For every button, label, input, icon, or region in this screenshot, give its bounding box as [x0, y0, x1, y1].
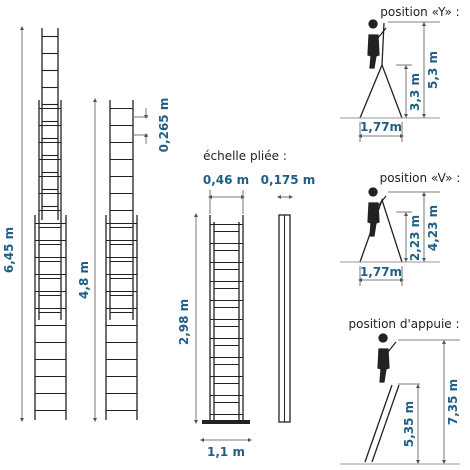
position-y-top-label: 5,3 m: [426, 51, 440, 89]
position-v-title: position «V» :: [380, 171, 461, 185]
ladder-sections: [34, 28, 67, 420]
position-v-figure: [340, 187, 440, 286]
person-icon: [367, 187, 387, 237]
ladder-sections: [105, 100, 138, 420]
position-y-low-label: 3,3 m: [408, 73, 422, 111]
position-v-top-label: 4,23 m: [426, 205, 440, 251]
folded-ladder-base: [202, 420, 250, 424]
total-height-label: 6,45 m: [2, 227, 16, 273]
folded-title: échelle pliée :: [203, 149, 287, 163]
ladder-v-frame: [359, 197, 403, 263]
position-v-low-label: 2,23 m: [408, 215, 422, 261]
position-v-base-label: 1,77m: [360, 265, 402, 279]
folded-height-label: 2,98 m: [177, 299, 191, 345]
folded-ladder-side: [277, 195, 293, 423]
folded-width-label: 0,46 m: [203, 173, 249, 187]
rung-spacing-label: 0,265 m: [157, 98, 171, 153]
extended-ladder-medium: [93, 98, 148, 422]
position-appuie-top-label: 7,35 m: [446, 379, 460, 425]
leaning-ladder-inner: [371, 384, 400, 463]
leaning-ladder-outer: [364, 384, 393, 463]
position-appuie-title: position d'appuie :: [348, 317, 459, 331]
mid-height-label: 4,8 m: [77, 261, 91, 299]
position-y-title: position «Y» :: [380, 5, 459, 19]
person-icon: [367, 19, 387, 69]
folded-depth-label: 0,175 m: [261, 173, 316, 187]
person-icon: [377, 333, 397, 383]
ladder-a-frame: [359, 63, 403, 119]
position-y-base-label: 1,77m: [360, 120, 402, 134]
base-width-label: 1,1 m: [207, 445, 245, 459]
extended-ladder-full: [20, 26, 67, 422]
position-appuie-low-label: 5,35 m: [402, 401, 416, 447]
folded-ladder-front: [194, 190, 252, 442]
position-y-figure: [340, 19, 440, 142]
position-appuie-figure: [340, 333, 460, 465]
